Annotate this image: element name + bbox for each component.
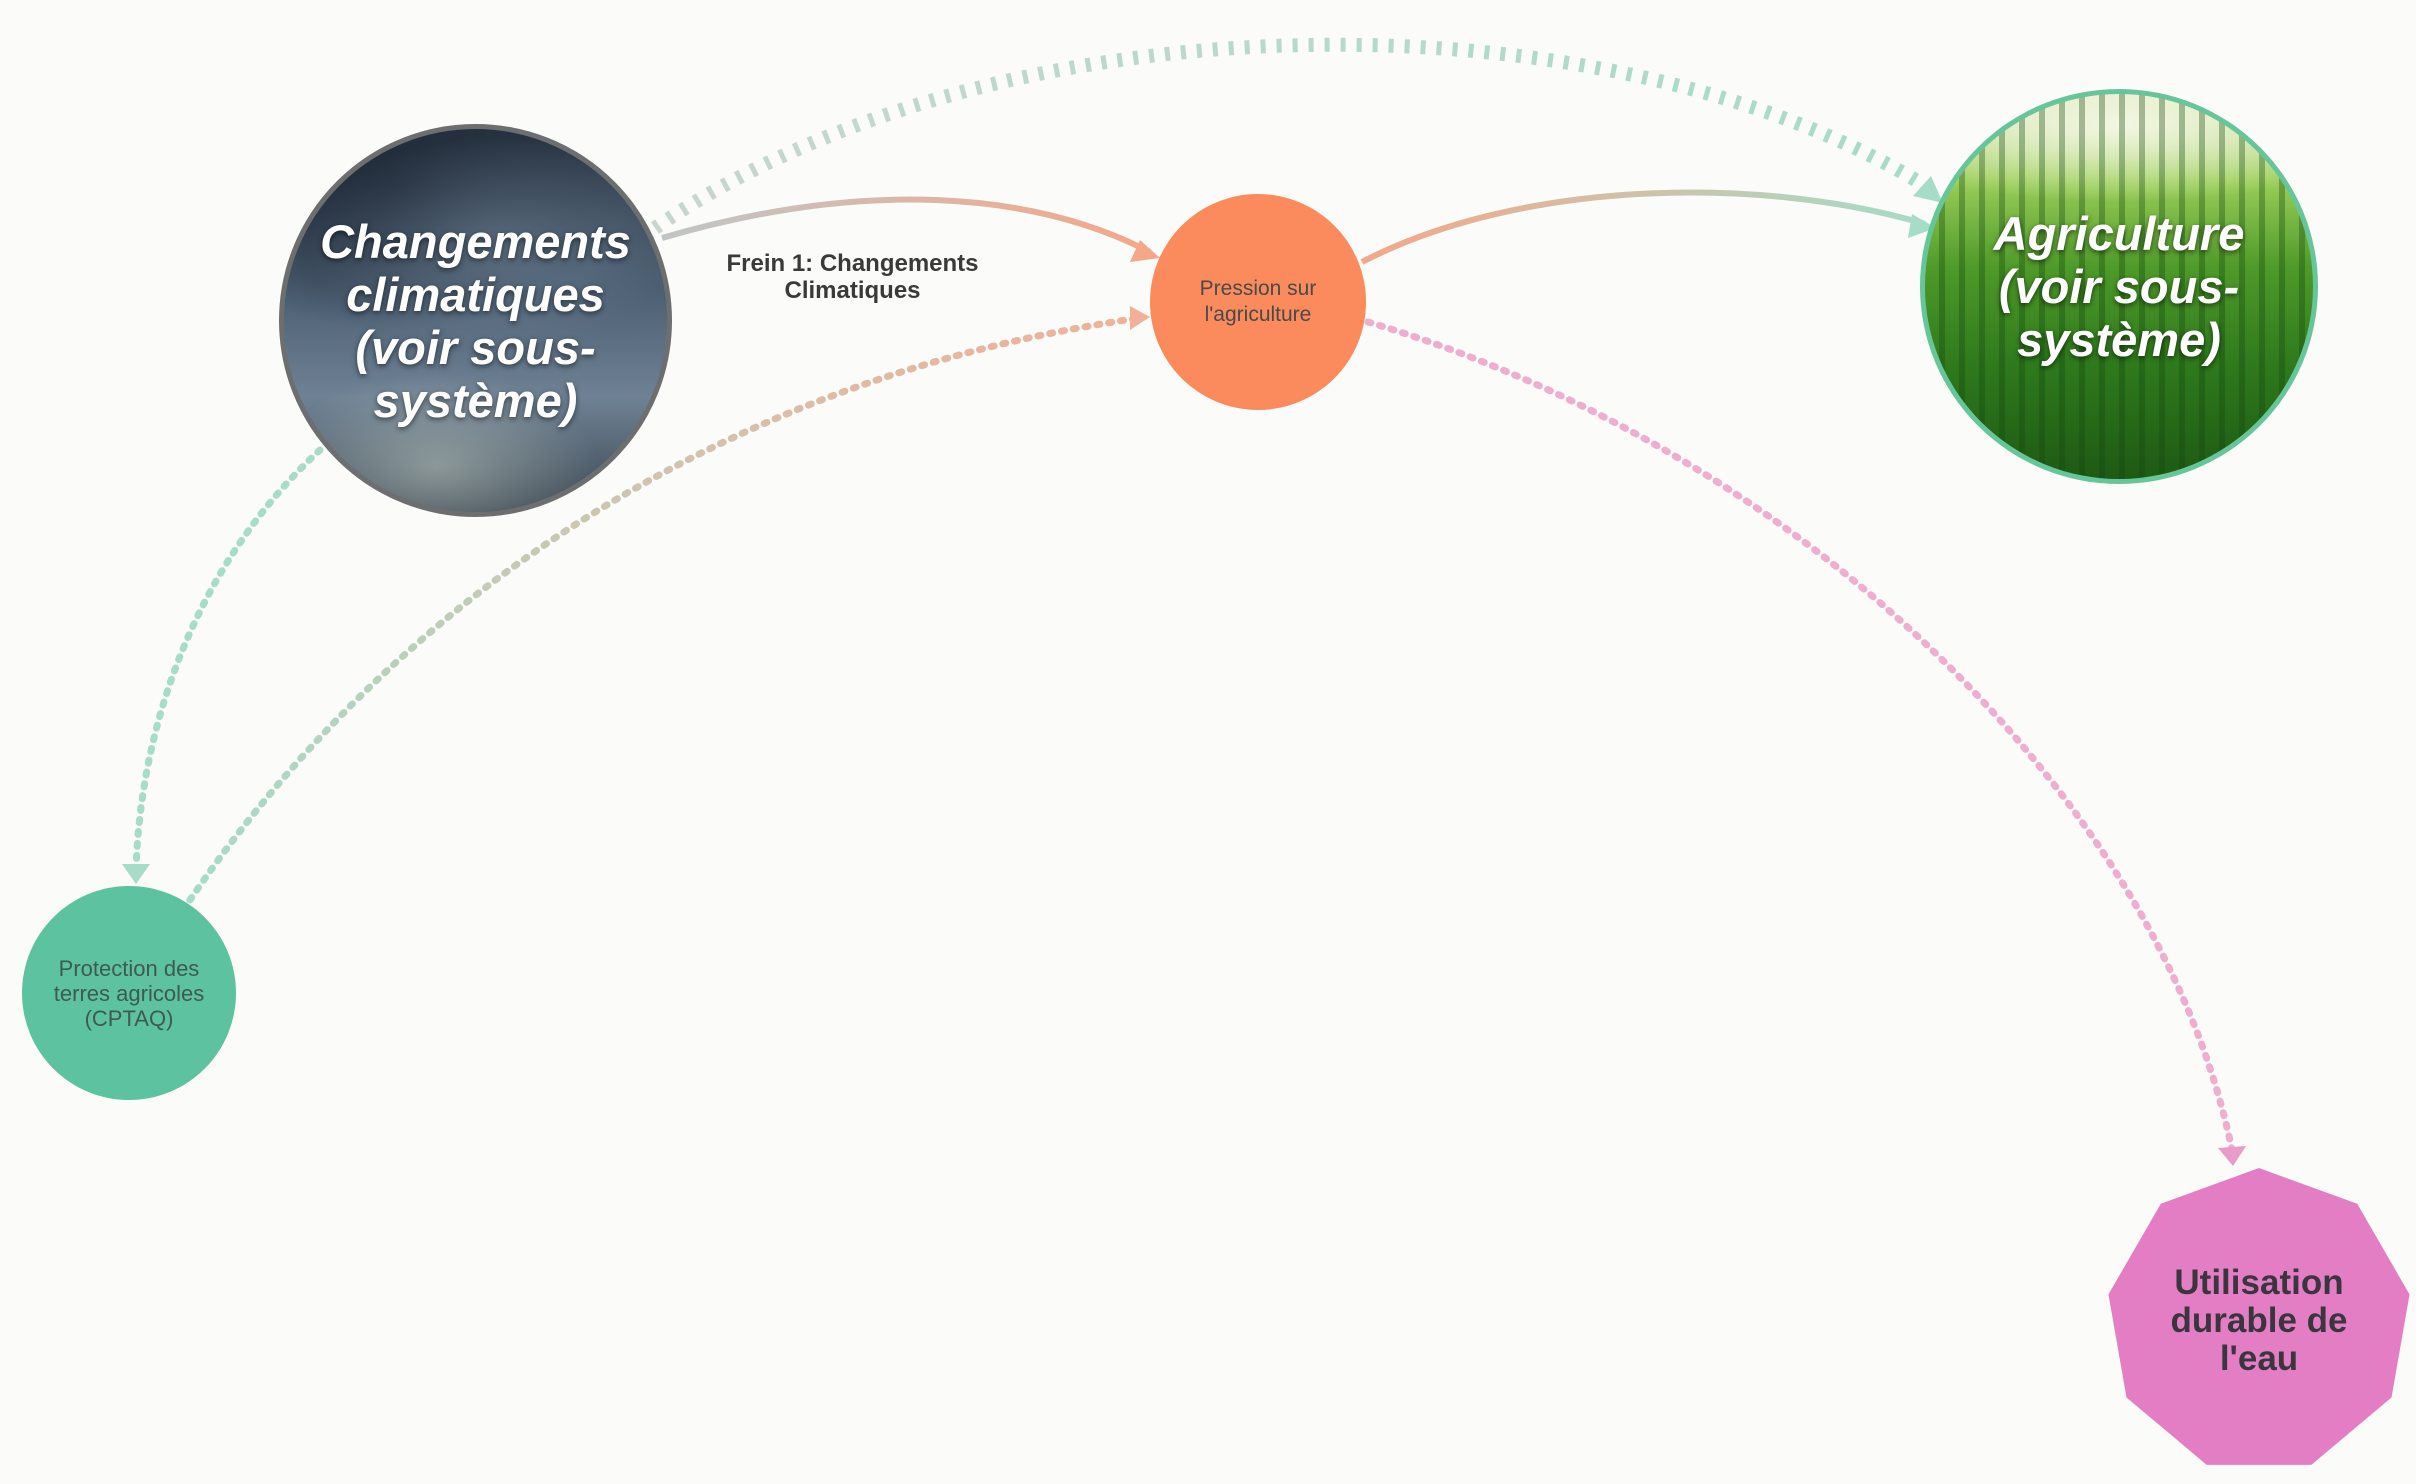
arrowhead-agriculture-top — [1913, 176, 1943, 203]
arrowhead-protection — [122, 864, 150, 884]
edge-label-frein-1: Frein 1: Changements Climatiques — [726, 250, 979, 304]
edge-climate-pression[interactable] — [661, 196, 1152, 255]
node-utilisation-eau[interactable]: Utilisation durable de l'eau — [2108, 1168, 2410, 1465]
node-label: Utilisation durable de l'eau — [2170, 1263, 2348, 1378]
arrowhead-pression — [1130, 240, 1160, 262]
arrowhead-pression-lower — [1130, 306, 1150, 330]
node-label: Protection des terres agricoles (CPTAQ) — [53, 955, 205, 1031]
node-label: Changements climatiques (voir sous-systè… — [320, 214, 631, 427]
node-pression-agriculture[interactable]: Pression sur l'agriculture — [1150, 194, 1366, 410]
node-agriculture[interactable]: Agriculture (voir sous-système) — [1920, 89, 2318, 484]
arrowhead-eau — [2218, 1146, 2246, 1166]
edge-climate-protection[interactable] — [132, 446, 324, 876]
edge-protection-pression[interactable] — [186, 314, 1144, 904]
node-changements-climatiques[interactable]: Changements climatiques (voir sous-systè… — [279, 124, 672, 517]
arrowhead-agriculture — [1908, 214, 1936, 238]
node-label: Pression sur l'agriculture — [1199, 277, 1317, 326]
edge-pression-agriculture[interactable] — [1360, 189, 1926, 265]
node-protection-terres[interactable]: Protection des terres agricoles (CPTAQ) — [22, 886, 236, 1100]
node-label: Agriculture (voir sous-système) — [1993, 207, 2245, 366]
edge-pression-eau[interactable] — [1364, 318, 2236, 1154]
edge-climate-agriculture[interactable] — [651, 37, 1939, 234]
